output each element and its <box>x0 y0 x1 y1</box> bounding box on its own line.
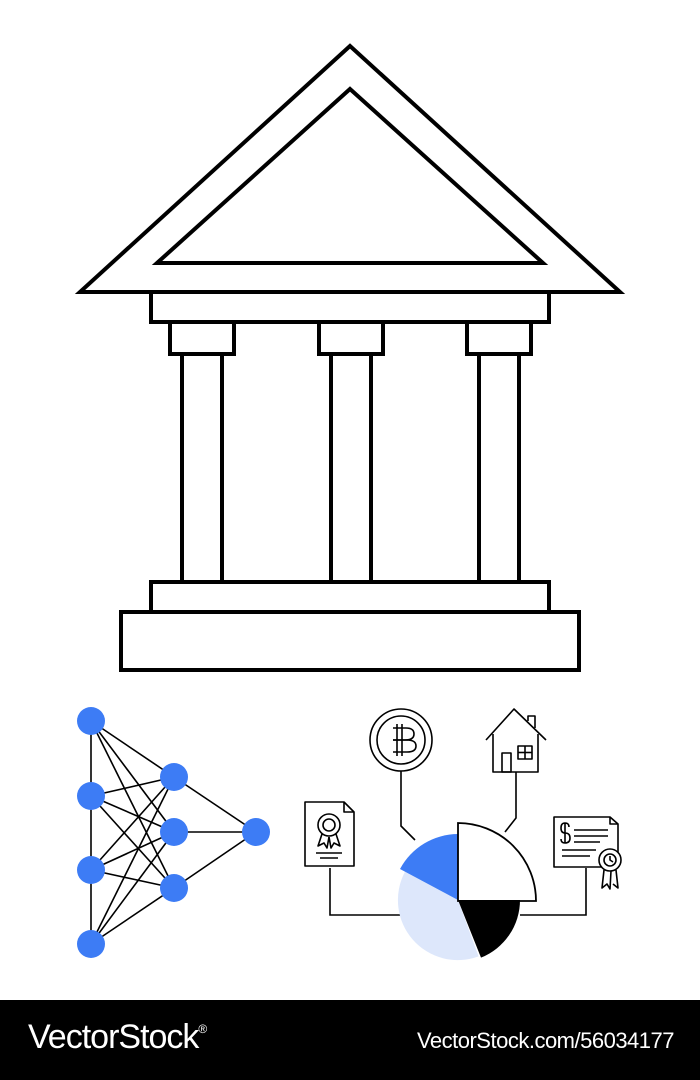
footer-bar: VectorStock® VectorStock.com/56034177 <box>0 1000 700 1080</box>
house-icon <box>485 708 547 773</box>
connector-lines <box>329 771 587 916</box>
pie-chart-icon <box>397 822 537 961</box>
registered-mark: ® <box>198 1022 207 1036</box>
illustration <box>74 43 626 961</box>
contract-icon <box>553 816 622 890</box>
certificate-icon <box>304 801 355 867</box>
brand-logo: VectorStock® <box>28 1018 207 1057</box>
bitcoin-icon <box>369 708 433 772</box>
neural-network-icon <box>77 707 270 958</box>
stock-url: VectorStock.com/56034177 <box>416 1028 675 1053</box>
bank-building-icon <box>74 43 626 672</box>
brand-name: VectorStock <box>28 1018 199 1056</box>
